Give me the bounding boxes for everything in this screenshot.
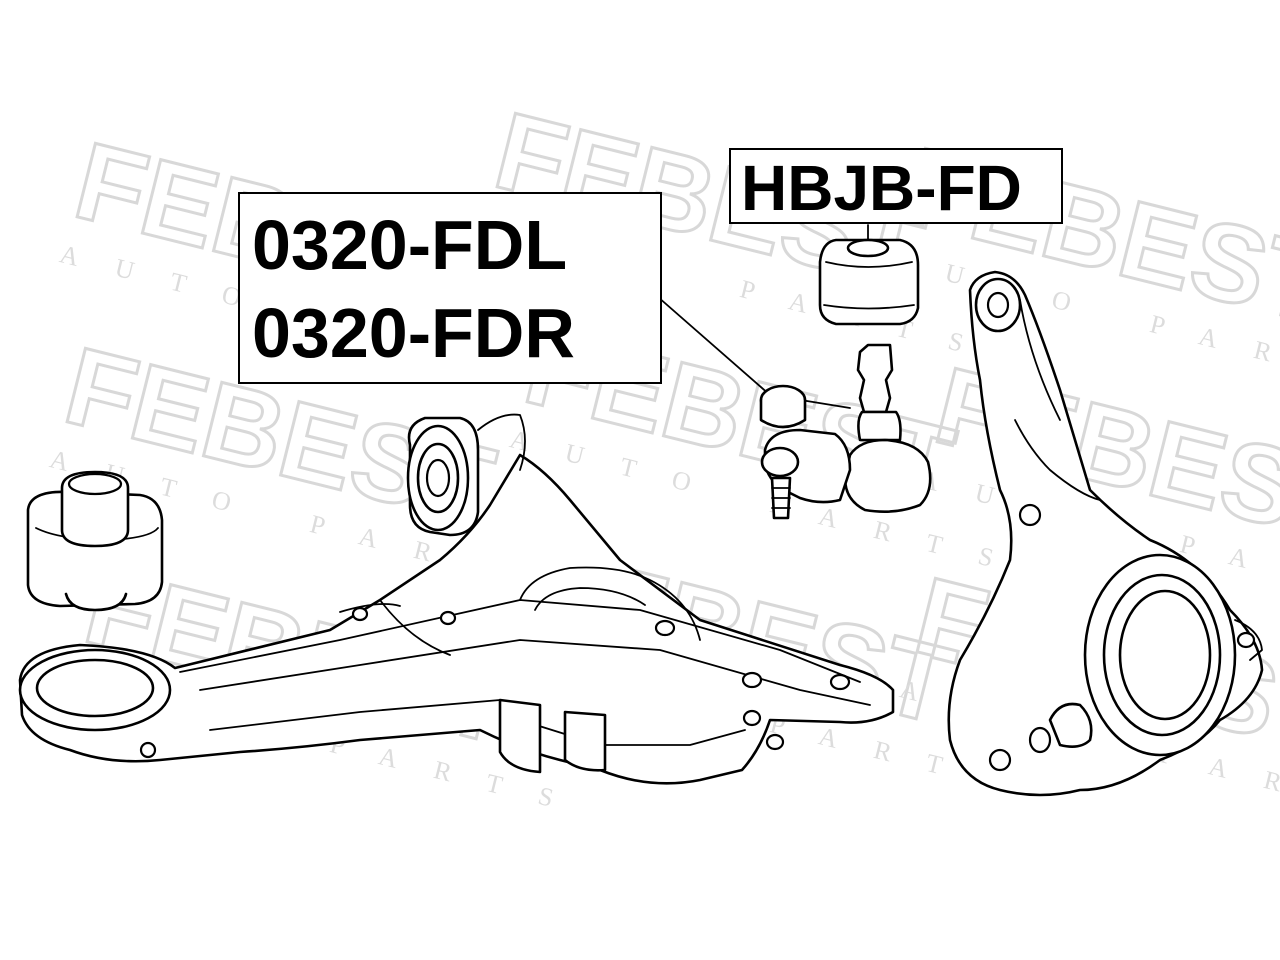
ball-joint: [759, 238, 932, 520]
part-label-hbjb: HBJB-FD: [729, 148, 1063, 224]
lower-control-arm: [18, 413, 895, 785]
steering-knuckle: [947, 270, 1264, 797]
part-label-0320: 0320-FDL 0320-FDR: [238, 192, 662, 384]
part-number-0320-fdl: 0320-FDL: [252, 206, 568, 284]
part-number-0320-fdr: 0320-FDR: [252, 294, 575, 372]
part-number-hbjb-fd: HBJB-FD: [741, 152, 1022, 224]
bushing-left: [26, 470, 164, 612]
